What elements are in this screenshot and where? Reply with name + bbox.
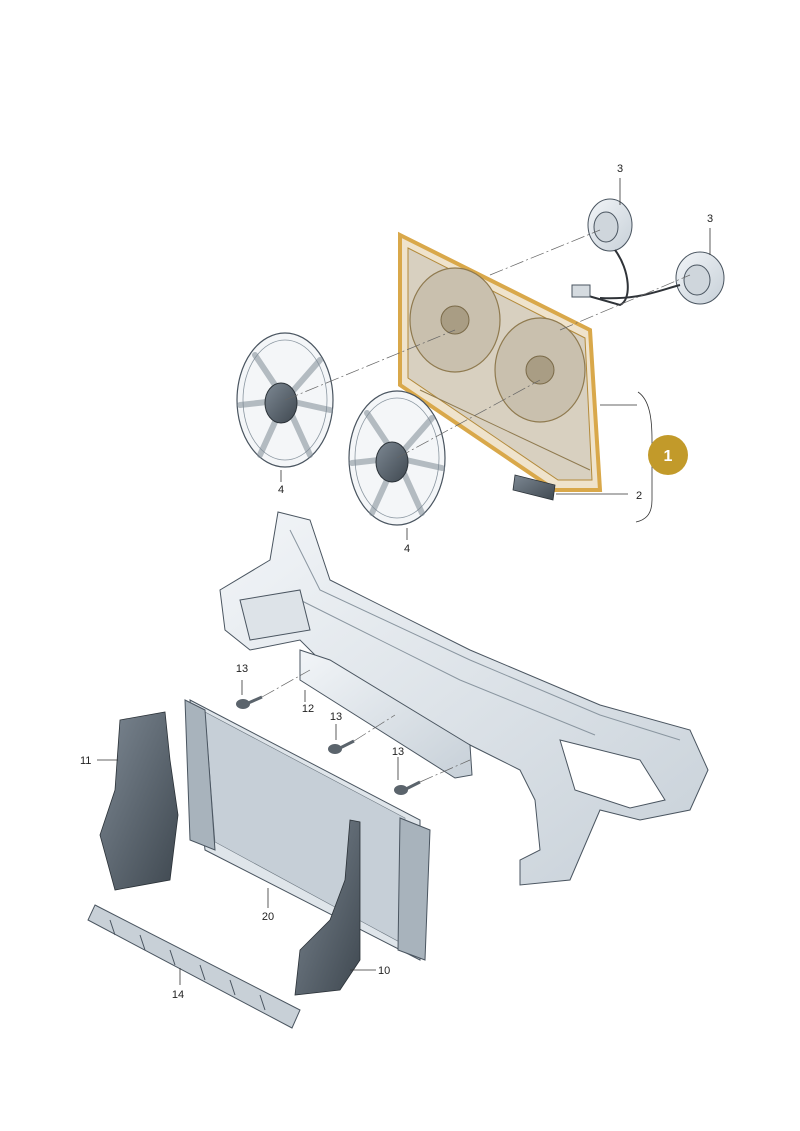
callout-12: 12 [302,703,314,715]
label-plate [512,474,556,501]
callout-20: 20 [262,911,274,923]
callout-11: 11 [80,755,91,767]
air-guide-11 [99,711,179,891]
fan-motor-right [599,251,725,305]
air-guide-10 [294,819,361,996]
callout-assembly-badge[interactable]: 1 [648,435,688,475]
air-deflector-14 [87,904,301,1029]
callout-1: 1 [664,448,673,465]
screw-3 [394,780,421,795]
screw-2 [328,739,355,754]
callout-10: 10 [378,965,390,977]
alignment-lines [261,229,691,783]
fan-motor-top [571,198,633,307]
callout-3-top: 3 [617,163,623,175]
leader-lines [97,178,711,985]
bracket-12 [299,649,473,779]
screw-1 [236,695,263,709]
callout-3-right: 3 [707,213,713,225]
lock-carrier [219,511,709,886]
callout-13-c: 13 [392,746,404,758]
callout-13-a: 13 [236,663,248,675]
callout-14: 14 [172,989,184,1001]
callout-4-right: 4 [404,543,410,555]
callout-4-left: 4 [278,484,284,496]
callout-2: 2 [636,490,642,502]
fan-shroud [398,231,603,492]
callout-13-b: 13 [330,711,342,723]
